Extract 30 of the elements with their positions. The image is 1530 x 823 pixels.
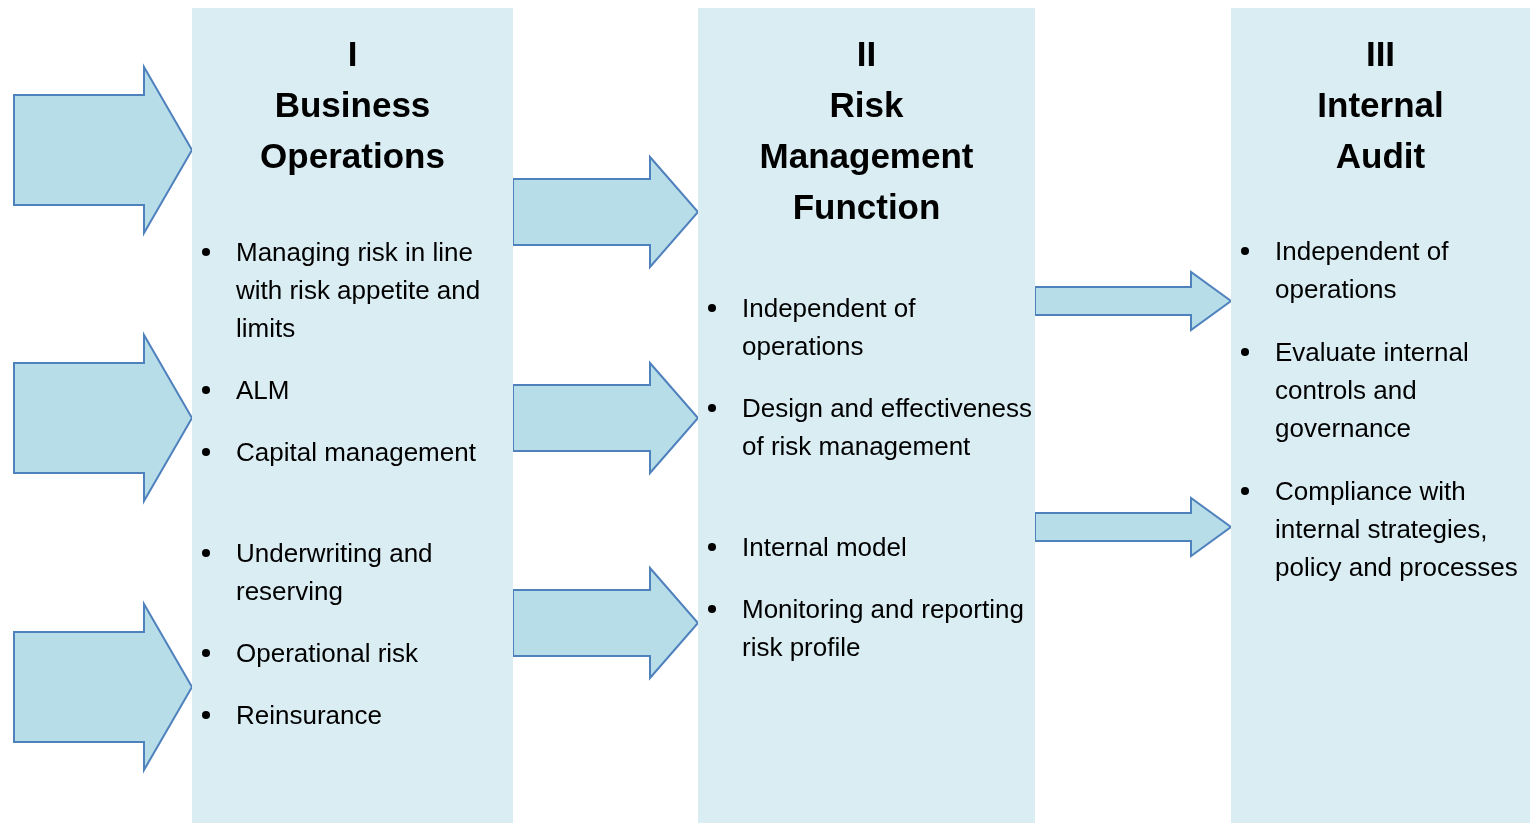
bullet-item: Evaluate internal controls and governance bbox=[1231, 333, 1530, 447]
bullet-item: ALM bbox=[192, 371, 492, 409]
bullet-item: Design and effectiveness of risk management bbox=[698, 389, 1035, 465]
bullet-item: Operational risk bbox=[192, 634, 492, 672]
roman-numeral: I bbox=[346, 33, 359, 75]
bullet-item: Independent of operations bbox=[698, 289, 1035, 365]
block-arrow bbox=[13, 331, 194, 505]
bullet-item: Reinsurance bbox=[192, 696, 492, 734]
block-arrow bbox=[512, 154, 700, 270]
column-panel bbox=[1231, 8, 1530, 823]
block-arrow bbox=[512, 565, 700, 681]
block-arrow bbox=[13, 63, 194, 237]
bullet-item: Internal model bbox=[698, 528, 1035, 566]
column-panel bbox=[192, 8, 513, 823]
bullet-item: Compliance with internal strategies, policy and processes bbox=[1231, 472, 1530, 586]
block-arrow bbox=[1034, 270, 1233, 332]
block-arrow bbox=[13, 600, 194, 774]
column-heading: Risk Management Function bbox=[758, 84, 975, 228]
column-heading: Business Operations bbox=[259, 84, 446, 177]
bullet-item: Capital management bbox=[192, 433, 492, 471]
block-arrow bbox=[1034, 496, 1233, 558]
block-arrow bbox=[512, 360, 700, 476]
bullet-item: Independent of operations bbox=[1231, 232, 1530, 308]
column-panel bbox=[698, 8, 1035, 823]
bullet-item: Underwriting and reserving bbox=[192, 534, 492, 610]
roman-numeral: III bbox=[1364, 33, 1397, 75]
bullet-item: Managing risk in line with risk appetite and limits bbox=[192, 233, 492, 347]
column-heading: Internal Audit bbox=[1316, 84, 1445, 177]
bullet-item: Monitoring and reporting risk profile bbox=[698, 590, 1035, 666]
roman-numeral: II bbox=[855, 33, 878, 75]
